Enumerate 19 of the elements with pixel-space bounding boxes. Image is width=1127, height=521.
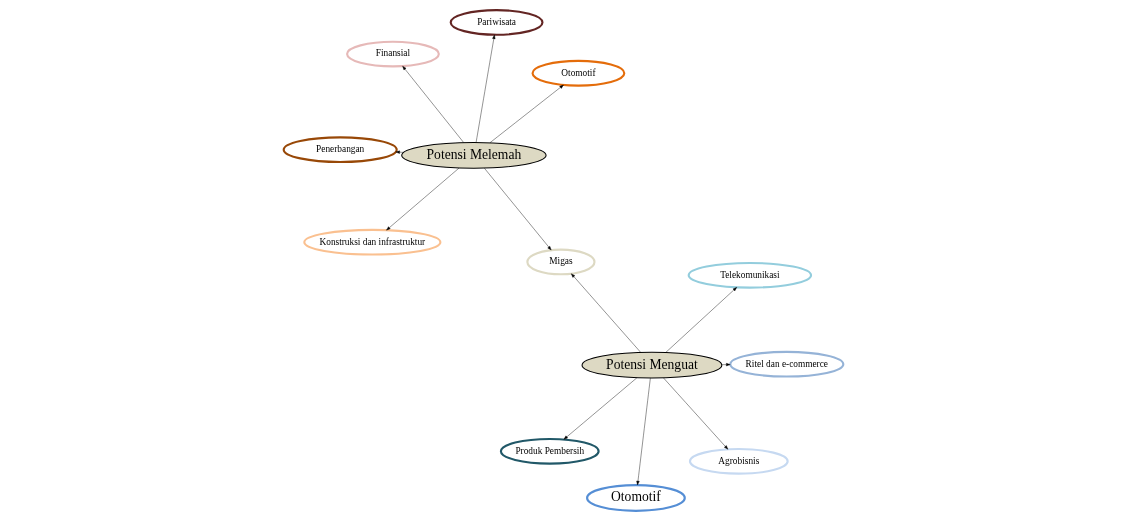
arrow [395, 150, 404, 154]
node-ellipse: Otomotif [586, 484, 686, 512]
arrow [665, 287, 737, 353]
arrow [402, 65, 464, 143]
node-ellipse: Pariwisata [449, 9, 544, 36]
arrow [484, 168, 552, 251]
arrow [475, 34, 496, 143]
arrow [636, 377, 651, 486]
node-ellipse: Telekomunikasi [687, 261, 813, 289]
node-ellipse: Finansial [346, 40, 440, 68]
node-ellipse: Potensi Menguat [581, 351, 723, 379]
arrow [721, 363, 731, 367]
arrow [386, 167, 460, 231]
arrow [571, 273, 641, 353]
node-ellipse: Ritel dan e-commerce [729, 350, 845, 378]
arrow [563, 377, 638, 440]
arrow [663, 377, 729, 450]
arrow [489, 84, 564, 143]
node-ellipse: Agrobisnis [688, 448, 789, 475]
